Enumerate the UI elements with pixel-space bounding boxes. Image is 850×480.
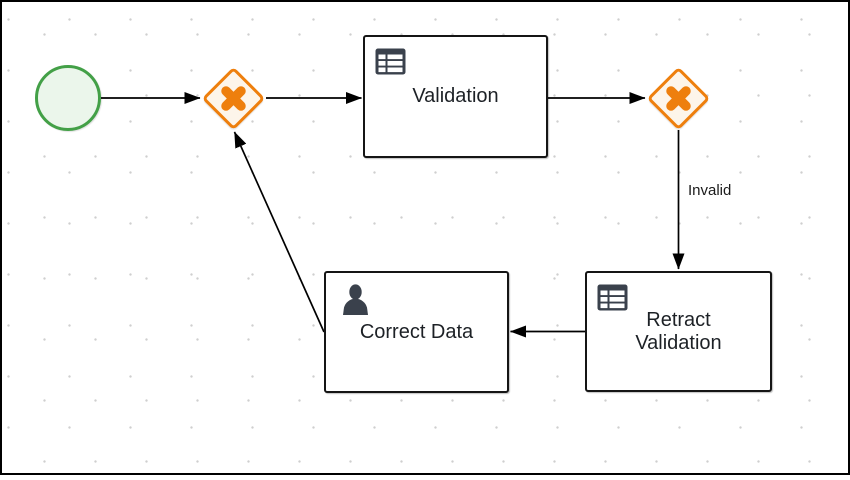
business-rule-table-icon: [597, 284, 628, 311]
flow-correct-to-merge-gateway[interactable]: [233, 131, 325, 333]
business-rule-table-icon: [375, 48, 406, 75]
task-validation[interactable]: Validation: [363, 35, 548, 158]
user-person-icon: [343, 284, 368, 315]
task-label: Retract Validation: [635, 309, 722, 354]
flow-label-invalid: Invalid: [688, 182, 732, 199]
x-gateway-marker-icon: [221, 86, 246, 111]
task-correct-data[interactable]: Correct Data: [324, 271, 509, 393]
exclusive-gateway-decision[interactable]: [646, 66, 711, 131]
exclusive-gateway-merge[interactable]: [201, 66, 266, 131]
task-label: Correct Data: [359, 320, 474, 343]
task-retract-validation[interactable]: Retract Validation: [585, 271, 772, 392]
task-label: Validation: [412, 85, 499, 108]
x-gateway-marker-icon: [666, 86, 691, 111]
start-event[interactable]: [35, 65, 101, 131]
